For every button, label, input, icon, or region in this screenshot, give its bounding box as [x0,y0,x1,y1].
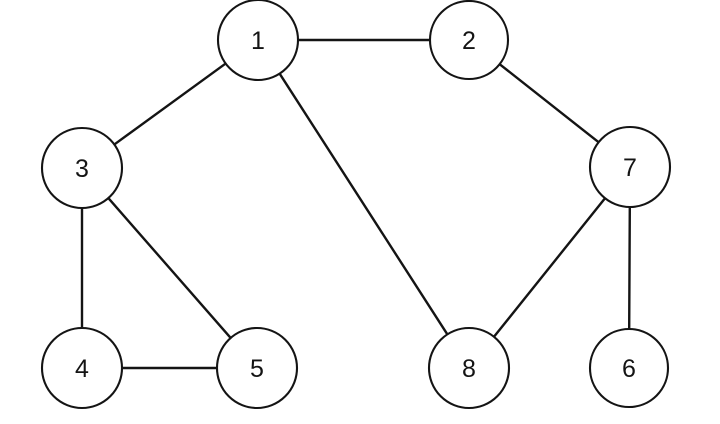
edge-layer [80,38,632,370]
graph-node-circle-3[interactable] [40,126,124,210]
graph-node-circle-1[interactable] [216,0,300,82]
graph-node-2[interactable]: 2 [428,0,510,81]
graph-edge-3-5[interactable] [106,196,233,340]
graph-node-label-6: 6 [622,355,636,383]
graph-node-label-4: 4 [75,355,89,383]
graph-node-label-8: 8 [462,355,476,383]
graph-node-circle-6[interactable] [588,327,670,409]
graph-node-8[interactable]: 8 [427,326,511,410]
graph-node-circle-7[interactable] [588,125,672,209]
node-layer: 1 2 3 4 5 6 7 8 [40,0,672,410]
graph-node-label-3: 3 [75,155,89,183]
graph-node-6[interactable]: 6 [588,327,670,409]
graph-node-label-7: 7 [623,154,637,182]
graph-node-7[interactable]: 7 [588,125,672,209]
graph-edge-7-6[interactable] [627,204,632,332]
graph-edge-7-8[interactable] [492,196,607,339]
graph-node-3[interactable]: 3 [40,126,124,210]
graph-node-1[interactable]: 1 [216,0,300,82]
graph-node-circle-4[interactable] [40,326,124,410]
graph-node-4[interactable]: 4 [40,326,124,410]
graph-node-circle-5[interactable] [215,326,299,410]
graph-edge-2-7[interactable] [497,62,601,145]
graph-node-label-1: 1 [251,27,265,55]
graph-node-circle-8[interactable] [427,326,511,410]
graph-node-label-5: 5 [250,355,264,383]
graph-edge-1-3[interactable] [112,61,228,147]
graph-edge-1-8[interactable] [277,71,450,337]
graph-node-5[interactable]: 5 [215,326,299,410]
graph-node-label-2: 2 [462,27,476,55]
graph-node-circle-2[interactable] [428,0,510,81]
